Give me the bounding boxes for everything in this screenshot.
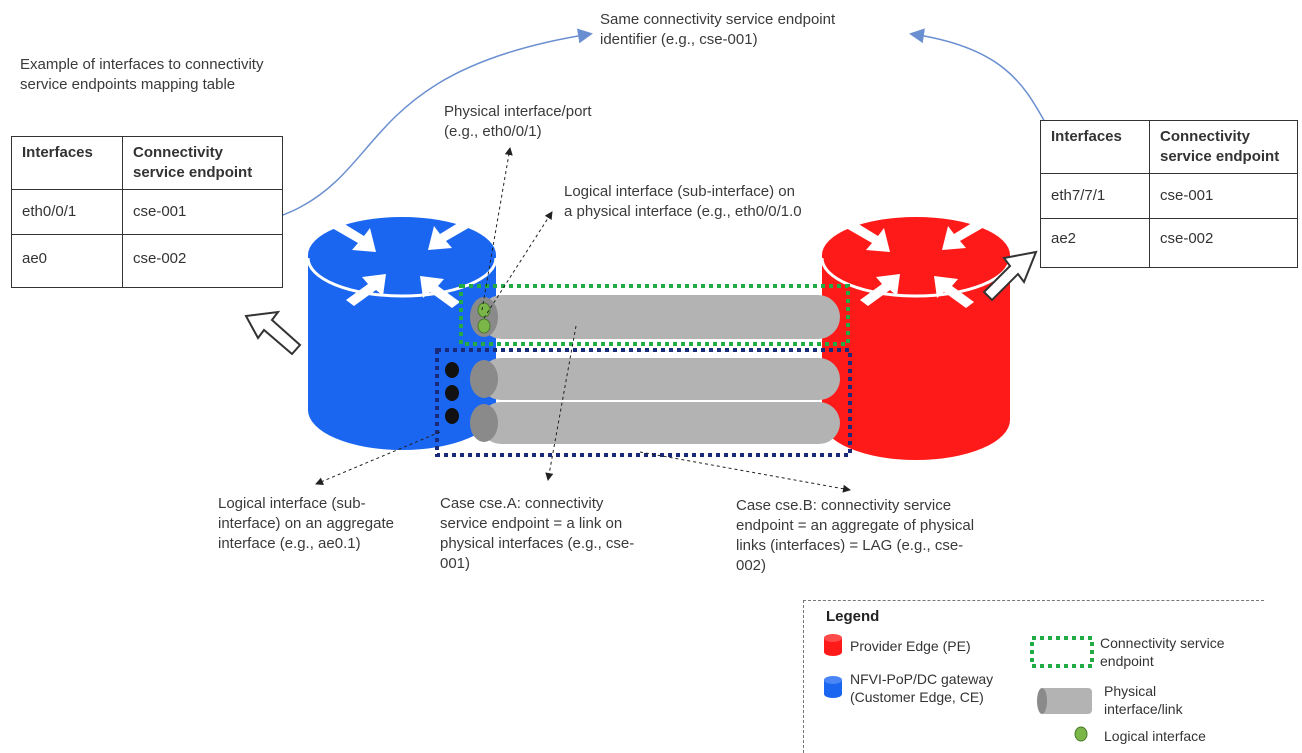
pe-router-icon xyxy=(820,217,1012,460)
table-cell: cse-002 xyxy=(122,234,283,288)
table-header: Interfaces xyxy=(11,136,123,190)
legend-physical-icon xyxy=(1037,688,1092,714)
logical-interface-icon xyxy=(477,318,491,334)
table-row: ae0 cse-002 xyxy=(11,234,283,288)
legend-cse-label: Connectivity service endpoint xyxy=(1100,635,1225,669)
case-b-label: Case cse.B: connectivity service endpoin… xyxy=(736,497,975,574)
ce-router-icon xyxy=(306,217,498,450)
aggregate-logical-dot xyxy=(445,362,459,378)
lag-boundary xyxy=(435,348,852,457)
legend-logical-icon xyxy=(1074,726,1088,742)
table-cell: ae0 xyxy=(11,234,123,288)
legend-cse-icon xyxy=(1030,636,1094,668)
legend-ce-icon xyxy=(824,676,842,698)
physical-link-lag-1 xyxy=(470,358,840,400)
physical-port-label: Physical interface/port (e.g., eth0/0/1) xyxy=(444,103,592,140)
logical-interface-icon xyxy=(477,302,491,318)
right-table-pointer-arrow xyxy=(982,250,1038,302)
legend xyxy=(803,600,1264,753)
left-mapping-table: Interfaces Connectivity service endpoint… xyxy=(11,136,283,288)
top-label: Same connectivity service endpoint ident… xyxy=(600,11,836,48)
table-cell: cse-002 xyxy=(1149,218,1298,268)
logical-sub-label: Logical interface (sub-interface) on a p… xyxy=(564,183,802,220)
legend-pe-label: Provider Edge (PE) xyxy=(850,638,971,654)
aggregate-logical-dot xyxy=(445,385,459,401)
right-mapping-table: Interfaces Connectivity service endpoint… xyxy=(1040,120,1298,268)
table-cell: ae2 xyxy=(1040,218,1150,268)
table-cell: cse-001 xyxy=(1149,173,1298,219)
table-cell: eth7/7/1 xyxy=(1040,173,1150,219)
legend-pe-icon xyxy=(824,634,842,656)
legend-ce-label: NFVI-PoP/DC gateway (Customer Edge, CE) xyxy=(850,671,994,705)
cse-boundary xyxy=(459,284,850,346)
legend-title: Legend xyxy=(826,608,880,625)
legend-logical-label: Logical interface xyxy=(1104,728,1206,744)
table-cell: cse-001 xyxy=(122,189,283,235)
table-row: eth0/0/1 cse-001 xyxy=(11,189,283,235)
physical-link-lag-2 xyxy=(470,402,840,444)
table-cell: eth0/0/1 xyxy=(11,189,123,235)
logical-agg-label: Logical interface (sub-interface) on an … xyxy=(218,495,394,552)
table-row: ae2 cse-002 xyxy=(1040,218,1298,268)
legend-physical-label: Physical interface/link xyxy=(1104,683,1183,717)
table-header: Connectivity service endpoint xyxy=(122,136,283,190)
table-header: Connectivity service endpoint xyxy=(1149,120,1298,174)
physical-link-cse001 xyxy=(470,295,840,339)
left-table-caption: Example of interfaces to connectivity se… xyxy=(20,56,264,93)
case-a-label: Case cse.A: connectivity service endpoin… xyxy=(440,495,635,572)
aggregate-logical-dot xyxy=(445,408,459,424)
table-header: Interfaces xyxy=(1040,120,1150,174)
left-table-pointer-arrow xyxy=(244,310,302,356)
table-row: eth7/7/1 cse-001 xyxy=(1040,173,1298,219)
